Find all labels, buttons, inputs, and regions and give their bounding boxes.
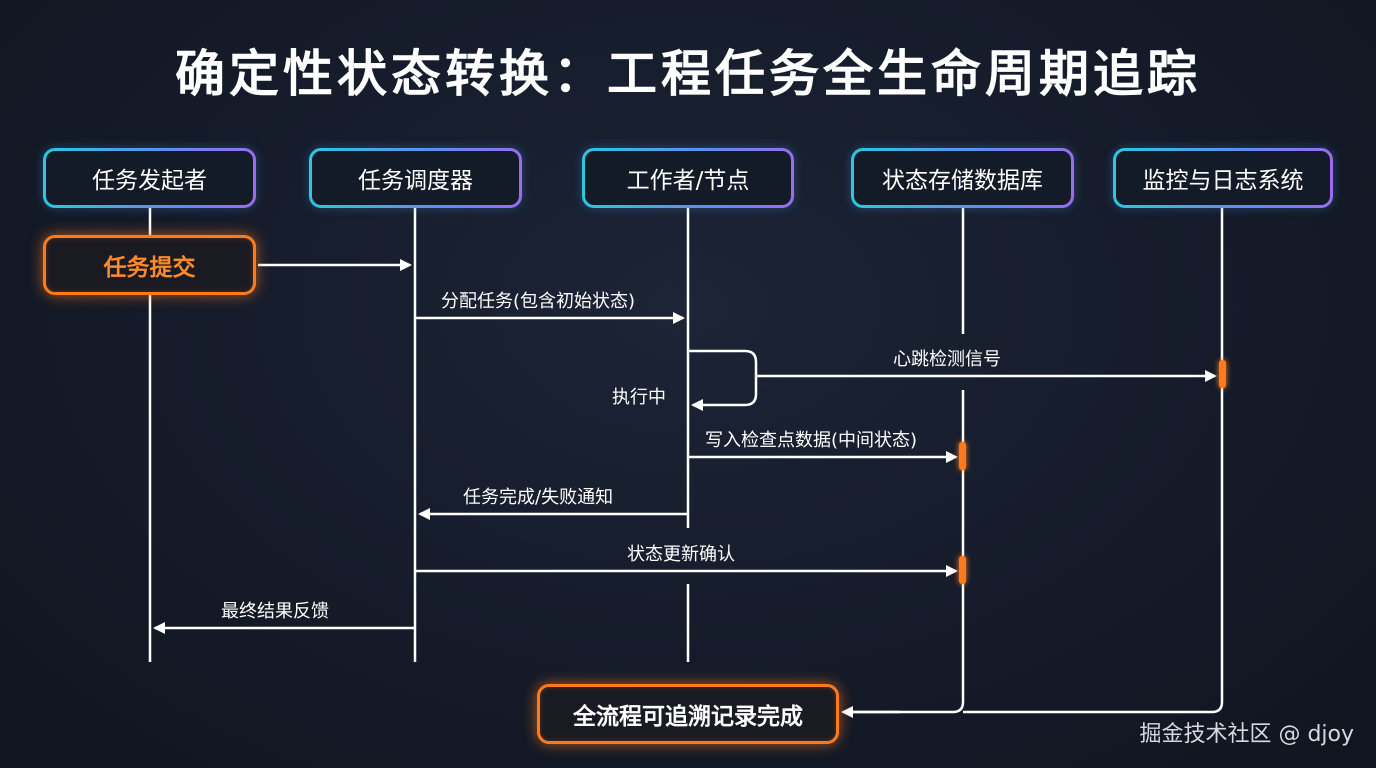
lane-database: 状态存储数据库 <box>851 148 1074 208</box>
lane-scheduler: 任务调度器 <box>309 148 522 208</box>
end-box-trace-complete: 全流程可追溯记录完成 <box>537 684 839 744</box>
message-complete-notify: 任务完成/失败通知 <box>463 487 614 508</box>
arrow-self-loop <box>688 349 758 411</box>
lane-worker-label: 工作者/节点 <box>626 168 750 194</box>
lane-database-label: 状态存储数据库 <box>882 168 1043 194</box>
lane-initiator: 任务发起者 <box>43 148 256 208</box>
message-checkpoint: 写入检查点数据(中间状态) <box>705 430 918 451</box>
lane-initiator-label: 任务发起者 <box>92 168 207 194</box>
lane-monitor-label: 监控与日志系统 <box>1142 168 1304 194</box>
diagram-title: 确定性状态转换：工程任务全生命周期追踪 <box>175 44 1201 103</box>
activation-db-confirm <box>959 556 966 584</box>
message-state-confirm: 状态更新确认 <box>627 544 735 565</box>
message-assign-task: 分配任务(包含初始状态) <box>441 291 636 312</box>
start-box-task-submit: 任务提交 <box>43 235 256 295</box>
watermark: 掘金技术社区 @ djoy <box>1139 722 1354 747</box>
lifeline-monitor-return <box>963 208 1224 714</box>
lane-monitor: 监控与日志系统 <box>1113 148 1333 208</box>
lane-scheduler-label: 任务调度器 <box>358 168 473 194</box>
message-final-feedback: 最终结果反馈 <box>221 601 329 622</box>
lifeline-database-return <box>848 390 965 714</box>
activation-db-checkpoint <box>959 442 966 470</box>
activation-monitor-heartbeat <box>1219 360 1226 388</box>
start-box-label: 任务提交 <box>103 255 196 281</box>
message-heartbeat: 心跳检测信号 <box>893 349 1001 370</box>
end-box-label: 全流程可追溯记录完成 <box>573 704 803 730</box>
message-executing: 执行中 <box>612 387 666 408</box>
lane-worker: 工作者/节点 <box>582 148 794 208</box>
